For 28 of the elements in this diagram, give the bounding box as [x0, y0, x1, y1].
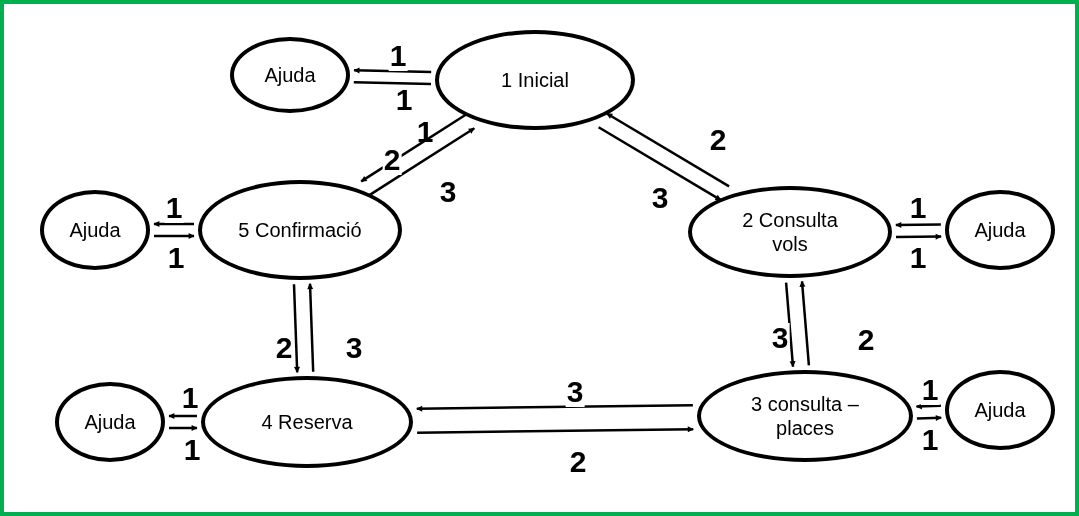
state-label: 3 consulta – places: [750, 392, 860, 440]
arrow: [417, 426, 694, 434]
arrow: [784, 282, 796, 368]
state-label: 5 Confirmació: [237, 218, 363, 242]
state-label: 4 Reserva: [260, 410, 354, 434]
arrow: [153, 221, 194, 227]
arrow: [915, 403, 941, 410]
state-label: Ajuda: [83, 410, 137, 434]
arrow: [307, 283, 315, 372]
state-label: 2 Consulta vols: [741, 208, 839, 256]
state-label: Ajuda: [973, 398, 1027, 422]
arrow: [916, 415, 942, 421]
arrow: [168, 413, 197, 419]
arrow: [353, 67, 432, 74]
arrow: [416, 404, 693, 412]
arrow: [896, 233, 942, 240]
arrow: [154, 233, 195, 239]
arrow: [606, 112, 730, 188]
arrow: [799, 280, 811, 366]
state-label: Ajuda: [263, 63, 317, 87]
arrow: [597, 126, 722, 202]
state-label: 1 Inicial: [500, 68, 570, 92]
arrow: [169, 425, 198, 431]
arrow: [292, 284, 300, 373]
state-label: Ajuda: [973, 218, 1027, 242]
state-label: Ajuda: [68, 218, 122, 242]
arrow: [895, 221, 941, 228]
arrow: [369, 127, 475, 196]
